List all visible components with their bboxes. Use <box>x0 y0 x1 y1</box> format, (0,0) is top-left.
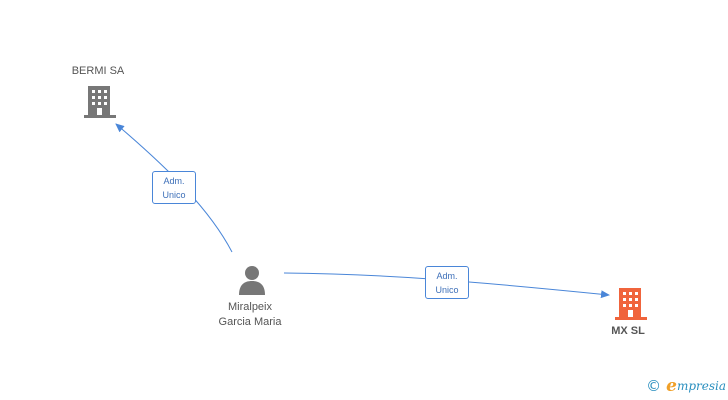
edge-label-to-mx-line1: Adm. <box>436 271 458 281</box>
edge-label-to-bermi-line2: Unico <box>162 190 186 200</box>
footer-brand[interactable]: © e mpresia <box>646 376 726 396</box>
bermi-building-icon[interactable] <box>84 86 116 118</box>
person-name-line1: Miralpeix <box>227 301 272 313</box>
edge-label-to-bermi: Adm. Unico <box>152 171 196 204</box>
brand-name: mpresia <box>676 379 726 393</box>
mx-building-icon[interactable] <box>615 288 647 320</box>
person-name-line2: Garcia Maria <box>218 316 282 328</box>
bermi-label[interactable]: BERMI SA <box>71 65 125 77</box>
edge-label-to-bermi-line1: Adm. <box>163 176 185 186</box>
person-name-label[interactable]: Miralpeix Garcia Maria <box>200 300 300 330</box>
copyright-icon: © <box>646 377 662 395</box>
person-icon[interactable] <box>239 266 265 295</box>
edge-label-to-mx: Adm. Unico <box>425 266 469 299</box>
brand-initial: e <box>666 376 677 396</box>
mx-label[interactable]: MX SL <box>611 325 645 337</box>
edge-label-to-mx-line2: Unico <box>435 285 459 295</box>
